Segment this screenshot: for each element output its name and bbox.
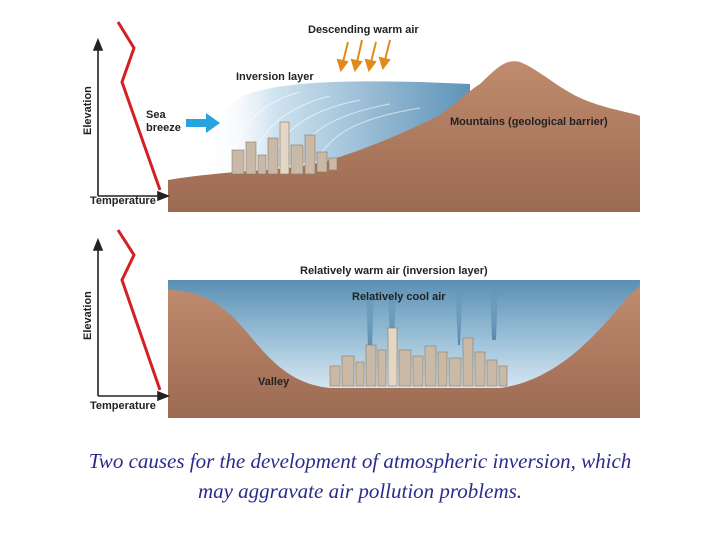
bottom-y-axis-label: Elevation <box>82 291 94 340</box>
descending-air-label: Descending warm air <box>308 24 419 36</box>
mountains-label: Mountains (geological barrier) <box>450 116 608 128</box>
bottom-temperature-profile <box>116 229 162 391</box>
top-ground-mountain <box>168 61 640 213</box>
bottom-city-skyline <box>329 327 508 387</box>
caption-line-2: may aggravate air pollution problems. <box>197 479 523 503</box>
sea-breeze-label-2: breeze <box>146 122 181 134</box>
caption-line-1: Two causes for the development of atmosp… <box>88 449 632 473</box>
top-temperature-profile <box>116 21 162 191</box>
warm-air-label: Relatively warm air (inversion layer) <box>300 265 488 277</box>
top-x-axis-label: Temperature <box>90 195 156 207</box>
bottom-panel: Elevation Temperature Relatively warm ai… <box>82 229 640 418</box>
cool-air-label: Relatively cool air <box>352 291 446 303</box>
valley-ground <box>168 286 640 418</box>
sea-breeze-arrow <box>186 113 220 133</box>
bottom-x-axis-label: Temperature <box>90 400 156 412</box>
sea-breeze-label-1: Sea <box>146 109 166 121</box>
valley-label: Valley <box>258 376 290 388</box>
inversion-streaks <box>229 91 421 176</box>
top-city-skyline <box>231 121 338 175</box>
top-panel: Elevation Temperature Descending warm ai… <box>82 21 640 213</box>
top-temperature-axes <box>92 37 171 202</box>
figure-caption: Two causes for the development of atmosp… <box>20 446 700 506</box>
top-y-axis-label: Elevation <box>82 86 94 135</box>
bottom-temperature-axes <box>92 237 171 402</box>
descending-air-arrows <box>336 39 391 73</box>
inversion-layer-label: Inversion layer <box>236 71 314 83</box>
